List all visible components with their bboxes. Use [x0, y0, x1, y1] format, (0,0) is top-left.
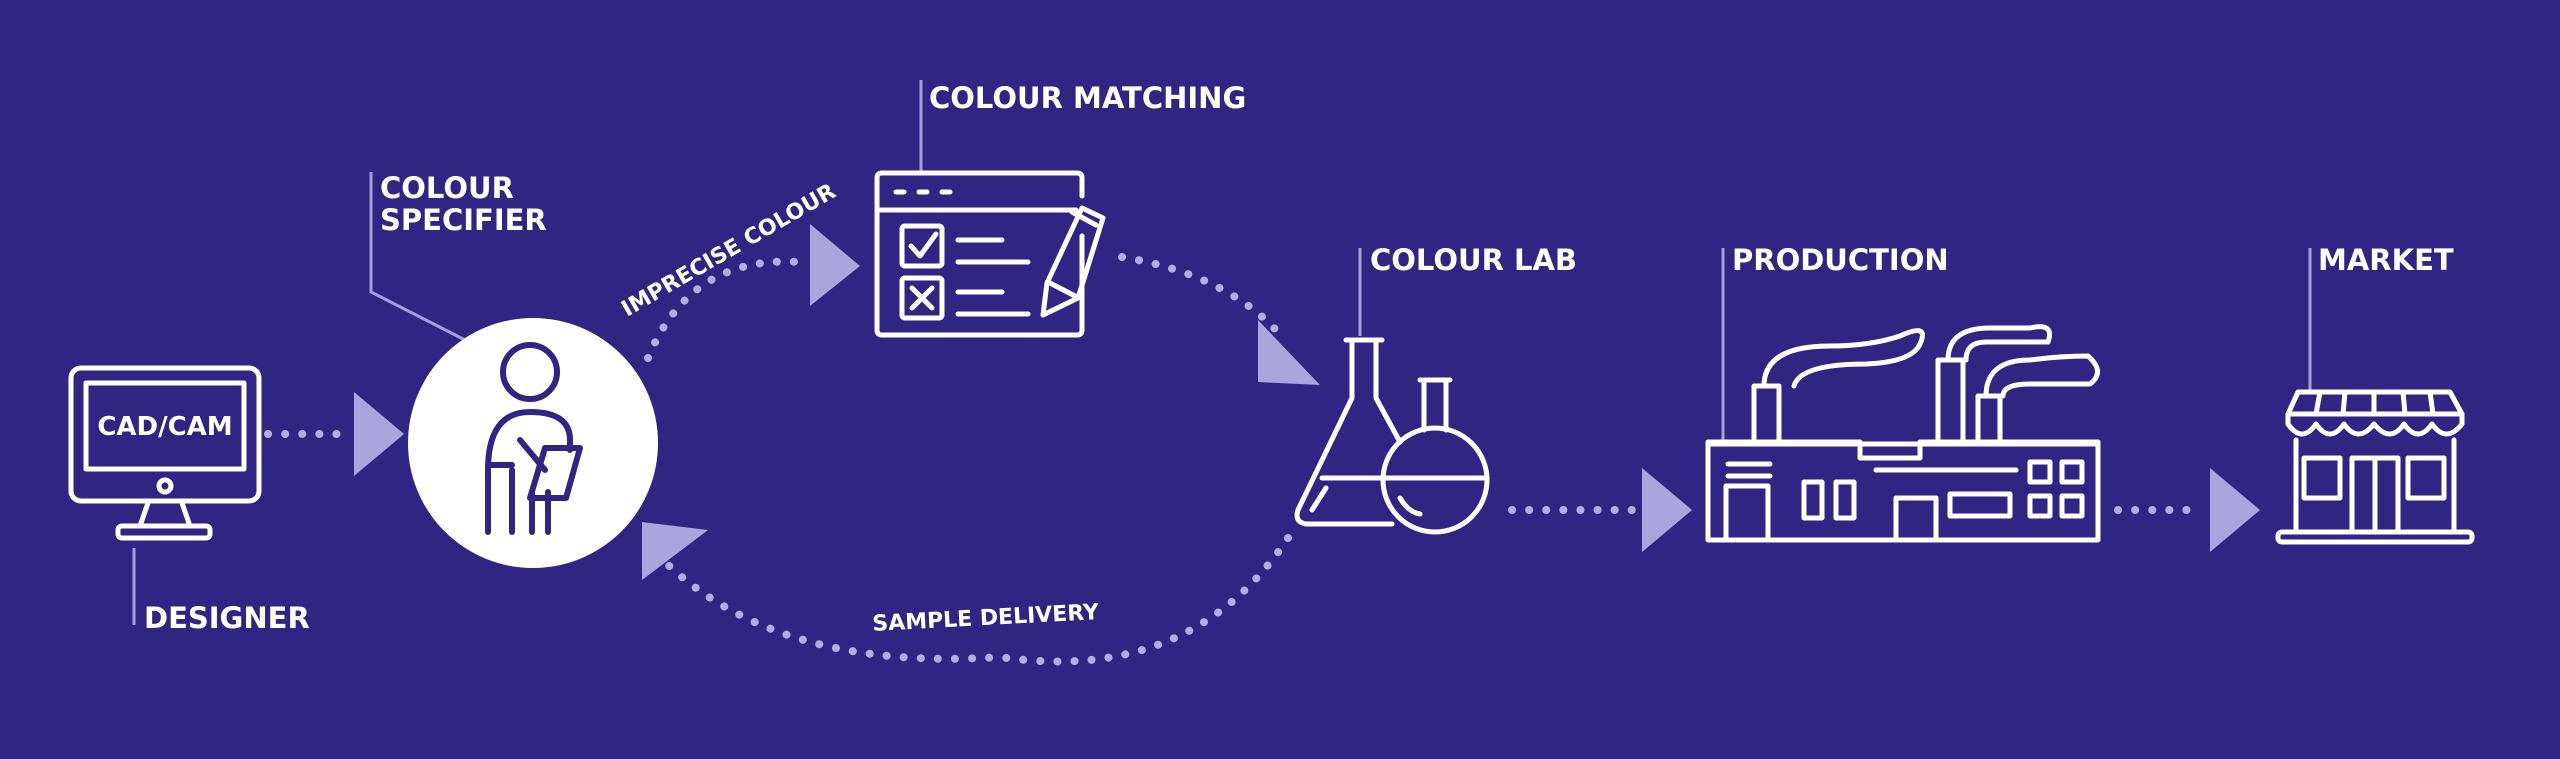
label-colour-specifier-line-2: SPECIFIER: [380, 203, 547, 237]
arrow-to-matching: [810, 224, 860, 306]
arrow-to-lab: [1258, 320, 1320, 385]
label-colour-matching: COLOUR MATCHING: [929, 81, 1246, 115]
edge-specifier-to-matching: [644, 257, 804, 362]
leader-colour-specifier: [369, 172, 466, 342]
monitor-screen-text: CAD/CAM: [97, 412, 232, 442]
label-market: MARKET: [2318, 243, 2454, 277]
lab-flasks-icon: [1294, 337, 1490, 535]
edge-matching-to-lab: [1118, 253, 1287, 342]
specifier-circle: [408, 318, 658, 568]
storefront-icon: [2275, 389, 2475, 545]
label-colour-specifier-line-1: COLOUR: [380, 171, 514, 205]
label-production: PRODUCTION: [1732, 243, 1949, 277]
arrow-to-production: [1642, 468, 1692, 552]
label-designer: DESIGNER: [144, 601, 310, 635]
factory-icon: [1705, 324, 2101, 543]
checklist-pencil-icon: [874, 170, 1106, 338]
person-clipboard-icon: [485, 342, 583, 535]
arrow-to-market: [2210, 468, 2260, 552]
arrow-to-specifier: [354, 392, 404, 476]
arrow-to-specifier-return: [642, 522, 708, 580]
label-colour-lab: COLOUR LAB: [1370, 243, 1577, 277]
monitor-icon: [68, 365, 262, 541]
